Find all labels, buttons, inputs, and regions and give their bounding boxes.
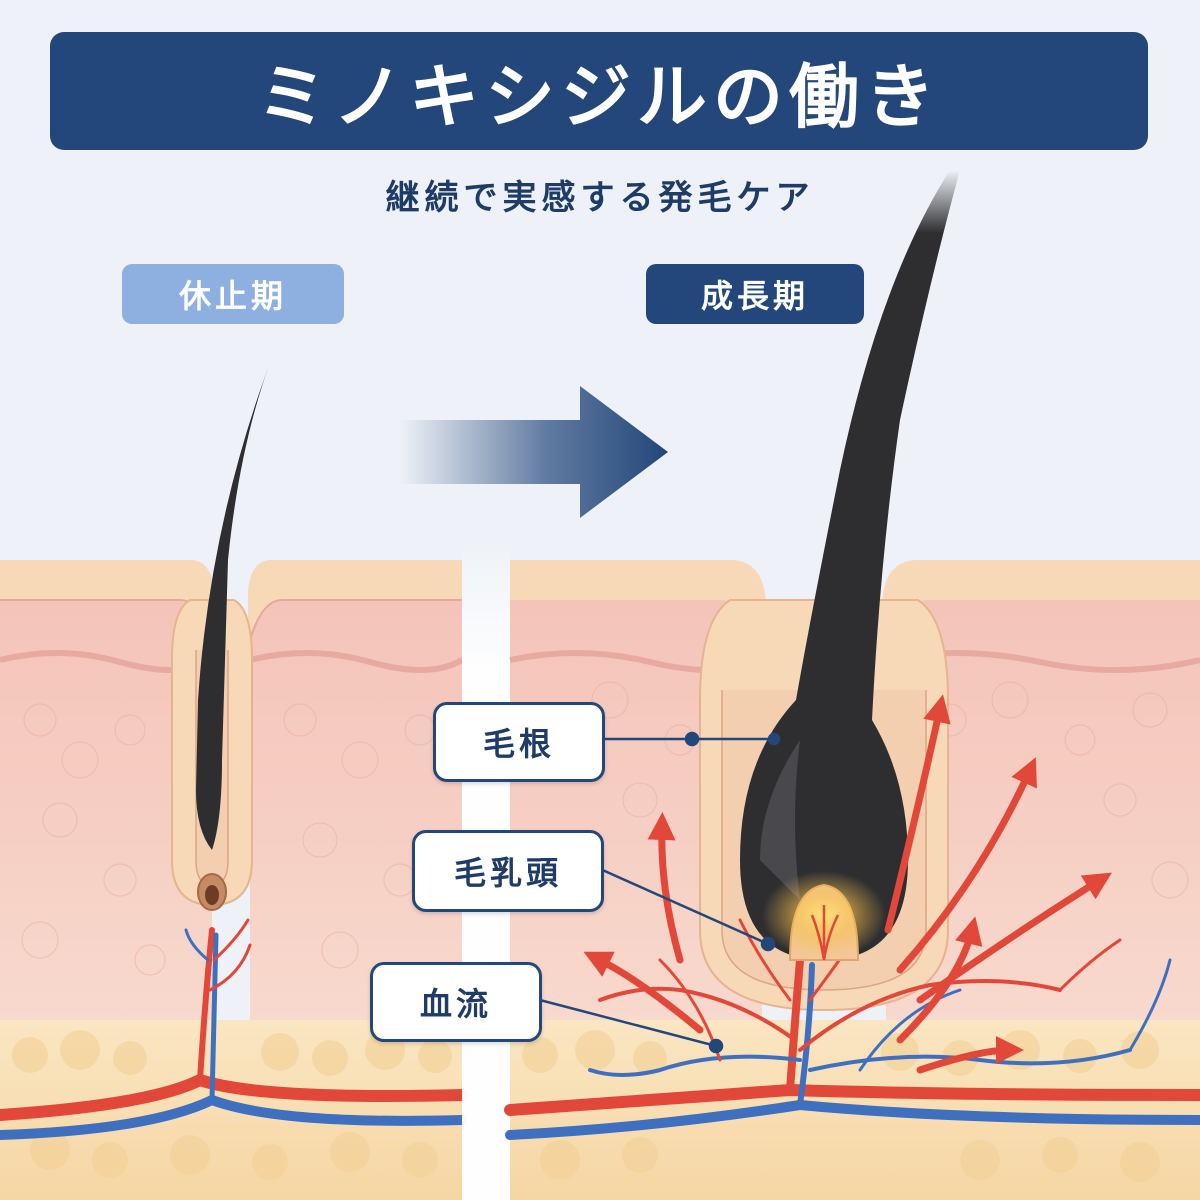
callout-blood-flow: 血流 <box>370 962 542 1042</box>
stage-label-growth: 成長期 <box>646 264 864 324</box>
blood-flow-arrows <box>583 694 1112 1074</box>
stage-label-resting: 休止期 <box>122 264 344 324</box>
title-banner: ミノキシジルの働き <box>50 32 1148 150</box>
resting-skin-panel <box>0 560 468 1200</box>
page-title: ミノキシジルの働き <box>257 55 941 138</box>
callout-dermal-papilla: 毛乳頭 <box>412 830 604 912</box>
page-subtitle: 継続で実感する発毛ケア <box>385 178 815 218</box>
transition-arrow <box>400 386 668 518</box>
growth-hair <box>740 170 960 961</box>
growth-blood-vessels <box>504 918 1200 1140</box>
callout-hair-root: 毛根 <box>433 702 605 782</box>
resting-hair <box>196 352 274 911</box>
callout-leaders <box>535 731 781 1054</box>
